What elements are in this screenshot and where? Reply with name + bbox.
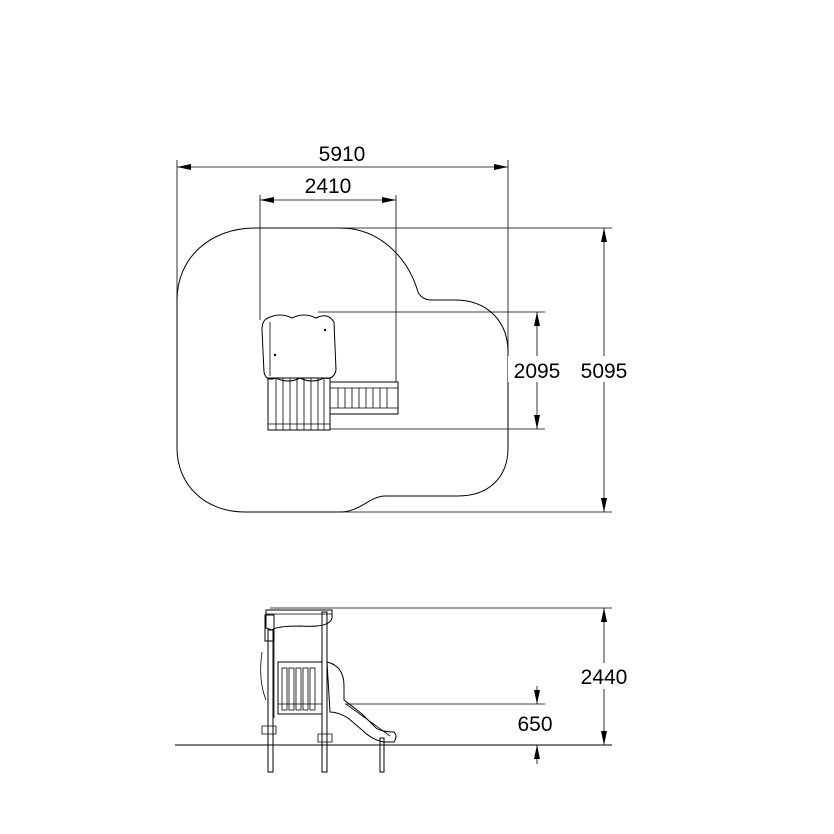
slat [281, 667, 288, 711]
dim-overall-width: 5910 [319, 143, 366, 166]
base-foot [317, 733, 333, 743]
arrow-icon [534, 415, 540, 429]
arrow-icon [494, 164, 508, 170]
roof-bolt [273, 353, 277, 357]
slatted-panel [277, 661, 323, 715]
dim-inner-width: 2410 [305, 175, 352, 198]
dim-label-bg [575, 356, 633, 382]
side-rail [260, 651, 267, 701]
base-step [261, 725, 277, 735]
roof-bolt [323, 328, 327, 332]
equipment-elevation [260, 609, 397, 773]
arrow-icon [177, 164, 191, 170]
slat [302, 667, 309, 711]
slide-leg [379, 737, 385, 773]
arrow-icon [601, 608, 607, 622]
slide-plan [329, 381, 399, 415]
post-right [321, 611, 328, 773]
slide-elevation [326, 661, 397, 743]
elevation-view: 2440 650 [175, 607, 633, 773]
slat [295, 667, 302, 711]
slide-edge [345, 703, 391, 737]
slat [309, 667, 316, 711]
arrow-icon [534, 745, 540, 759]
arrow-icon [601, 731, 607, 745]
roof-canopy [261, 314, 337, 382]
dim-overall-height: 2440 [581, 666, 628, 689]
arrow-icon [534, 690, 540, 704]
slat [288, 667, 295, 711]
arrow-icon [534, 312, 540, 326]
arrow-icon [260, 197, 274, 203]
dim-label-bg [508, 356, 566, 382]
safety-zone-outline [176, 227, 509, 513]
dim-label-bg [575, 663, 633, 689]
dim-equipment-depth: 2095 [514, 360, 561, 383]
post-left [267, 629, 274, 773]
plan-view: 5910 2410 5095 2095 [176, 143, 633, 513]
dim-platform-height: 650 [517, 713, 552, 736]
roof-side-panel [264, 614, 275, 642]
arrow-icon [601, 228, 607, 242]
arrow-icon [601, 498, 607, 512]
roof-elevation [265, 609, 333, 631]
climbing-frame [267, 377, 331, 431]
equipment-plan [261, 314, 399, 431]
dim-overall-depth: 5095 [581, 360, 628, 383]
arrow-icon [382, 197, 396, 203]
